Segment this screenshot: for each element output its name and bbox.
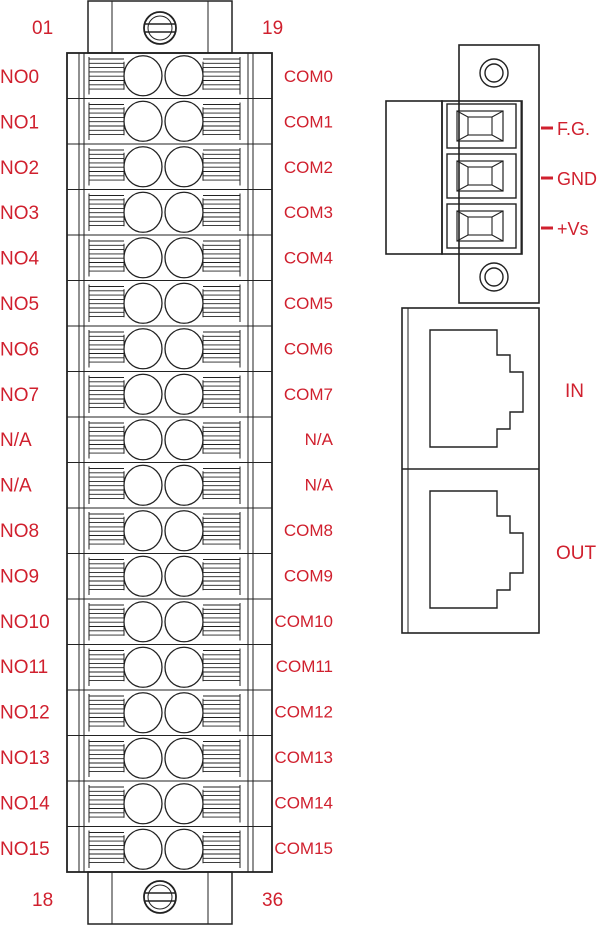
pin-number-top-right: 19 (262, 18, 283, 39)
terminal-slot (67, 735, 272, 779)
left-terminal-label: NO3 (0, 203, 39, 224)
right-terminal-label: COM6 (284, 339, 333, 358)
left-terminal-label: NO7 (0, 385, 39, 406)
right-terminal-label: COM15 (274, 839, 333, 858)
ethernet-out-port (429, 490, 524, 609)
left-terminal-label: NO2 (0, 158, 39, 179)
terminal-slot (67, 644, 272, 688)
power-pin (446, 203, 517, 249)
left-terminal-label: N/A (0, 476, 32, 497)
right-terminal-label: COM0 (284, 67, 333, 86)
left-terminal-label: NO6 (0, 339, 39, 360)
bottom-screw-icon (143, 880, 177, 914)
power-pins: F.G. GND +Vs (446, 103, 597, 249)
terminal-slots (67, 52, 272, 870)
ethernet-port-housing (401, 307, 540, 634)
right-terminal-label: N/A (305, 430, 334, 449)
left-terminal-label: NO13 (0, 748, 50, 769)
terminal-slot (67, 462, 272, 506)
right-terminal-label: COM7 (284, 385, 333, 404)
terminal-slot (67, 553, 272, 597)
right-terminal-label: COM10 (274, 612, 333, 631)
power-connector (385, 44, 540, 304)
terminal-slot (67, 234, 272, 279)
ethernet-in-port (429, 329, 524, 448)
bottom-mounting-tab (87, 871, 233, 925)
left-terminal-label: NO9 (0, 566, 39, 587)
right-terminal-label: COM4 (284, 249, 333, 268)
power-pin (446, 103, 517, 149)
left-terminal-label: NO10 (0, 612, 50, 633)
left-terminal-label: NO11 (0, 657, 48, 678)
right-terminal-label: COM14 (274, 793, 333, 812)
right-terminal-label: N/A (305, 476, 334, 495)
right-terminal-label: COM8 (284, 521, 333, 540)
left-terminal-label: NO12 (0, 703, 50, 724)
power-bottom-screw-icon (479, 262, 509, 292)
terminal-slot (67, 826, 272, 870)
terminal-slot (67, 371, 272, 415)
right-terminal-label: COM1 (284, 112, 333, 131)
power-pin-label: GND (557, 169, 597, 189)
terminal-slot (67, 598, 272, 643)
pin-number-top-left: 01 (32, 18, 53, 39)
right-terminal-label: COM9 (284, 566, 333, 585)
power-pin-label: +Vs (557, 219, 589, 239)
left-terminal-label: N/A (0, 430, 32, 451)
left-terminal-label: NO15 (0, 839, 50, 860)
pin-number-bottom-left: 18 (32, 890, 53, 911)
power-pin-label: F.G. (557, 119, 590, 139)
right-terminal-label: COM2 (284, 158, 333, 177)
top-screw-icon (143, 11, 177, 45)
terminal-slot (67, 143, 272, 188)
terminal-slot (67, 280, 272, 324)
left-terminal-label: NO4 (0, 249, 40, 270)
left-terminal-label: NO5 (0, 294, 39, 315)
right-terminal-label: COM12 (274, 703, 333, 722)
right-terminal-label: COM5 (284, 294, 333, 313)
terminal-slot (67, 507, 272, 552)
terminal-slot (67, 416, 272, 461)
left-terminal-label: NO14 (0, 793, 50, 814)
pin-number-bottom-right: 36 (262, 890, 283, 911)
ethernet-in-label: IN (565, 381, 584, 402)
power-pin (446, 153, 517, 199)
right-terminal-label: COM3 (284, 203, 333, 222)
left-terminal-label: NO8 (0, 521, 39, 542)
left-terminal-label: NO1 (0, 112, 39, 133)
power-top-screw-icon (479, 58, 509, 88)
terminal-slot (67, 689, 272, 734)
terminal-slot (67, 52, 272, 97)
terminal-slot (67, 780, 272, 825)
terminal-slot (67, 98, 272, 142)
ethernet-out-label: OUT (556, 543, 597, 564)
right-terminal-label: COM13 (274, 748, 333, 767)
right-terminal-label: COM11 (276, 657, 333, 676)
top-mounting-tab (87, 0, 233, 54)
terminal-slot (67, 325, 272, 370)
left-terminal-label: NO0 (0, 67, 39, 88)
terminal-slot (67, 189, 272, 233)
